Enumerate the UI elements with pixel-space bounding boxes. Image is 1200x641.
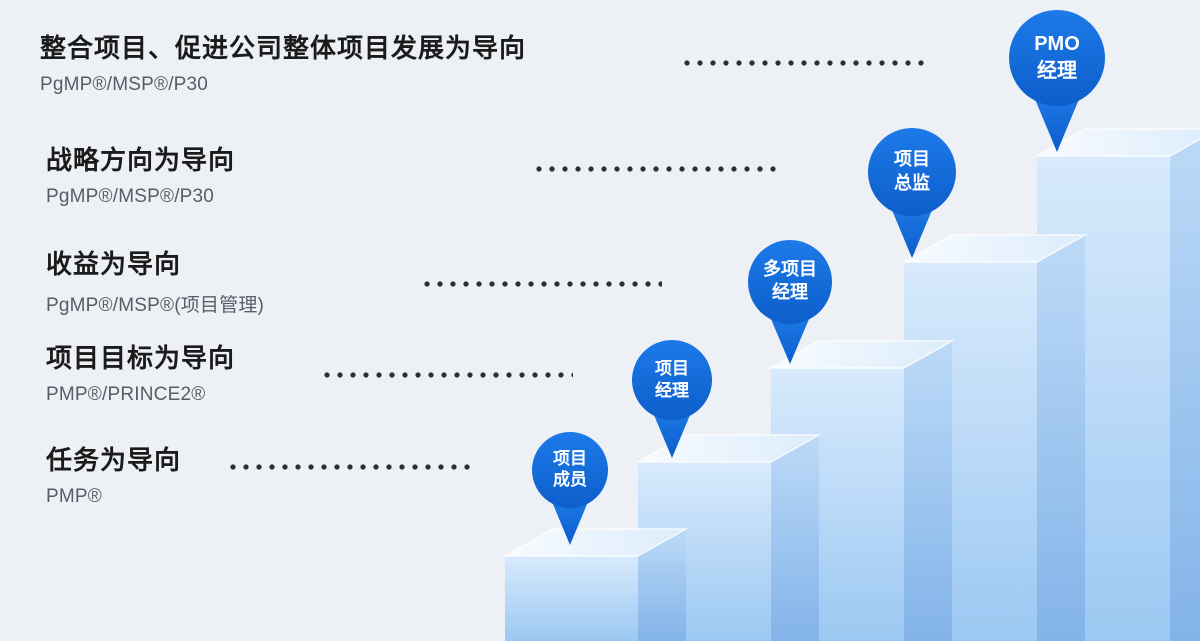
location-pin-icon: [889, 203, 935, 258]
dotted-connector-1: [230, 464, 472, 470]
step-side-face: [1170, 139, 1200, 641]
level-title: 战略方向为导向: [46, 145, 236, 175]
step-side-face: [638, 529, 686, 641]
level-certifications: PgMP®/MSP®(项目管理): [46, 295, 265, 316]
location-pin-icon: [651, 408, 693, 458]
stair-step-2: [635, 434, 822, 641]
location-pin-icon: [1032, 92, 1082, 152]
location-pin-icon: [868, 128, 956, 216]
dotted-connector-3: [424, 281, 662, 287]
level-certifications: PMP®/PRINCE2®: [46, 384, 206, 405]
pin-project-director: 项目 总监: [868, 128, 956, 258]
location-pin-icon: [748, 240, 832, 324]
level-title: 项目目标为导向: [46, 343, 236, 373]
stair-step-1: [502, 528, 689, 641]
level-certifications: PMP®: [46, 486, 102, 507]
pin-project-member: 项目 成员: [532, 432, 608, 545]
level-label-4: 战略方向为导向 PgMP®/MSP®/P30: [46, 140, 235, 208]
pin-label-line2: 总监: [894, 172, 930, 193]
pin-label-line2: 成员: [553, 469, 587, 489]
step-side-face: [904, 341, 952, 641]
level-title: 整合项目、促进公司整体项目发展为导向: [40, 33, 527, 63]
pin-label-line2: 经理: [655, 380, 689, 400]
dotted-connector-2: [324, 372, 573, 378]
location-pin-icon: [768, 312, 812, 364]
pin-label-line1: 项目: [894, 149, 930, 169]
level-label-1: 任务为导向 PMP®: [46, 440, 181, 508]
dotted-connector-4: [536, 166, 778, 172]
level-title: 收益为导向: [46, 249, 182, 279]
level-label-3: 收益为导向 PgMP®/MSP®(项目管理): [46, 244, 264, 317]
step-top-face: [502, 528, 689, 557]
step-top-face: [901, 234, 1088, 263]
pin-multi-project-manager: 多项目 经理: [748, 240, 832, 364]
level-label-2: 项目目标为导向 PMP®/PRINCE2®: [46, 338, 235, 406]
location-pin-icon: [550, 497, 590, 545]
step-side-face: [1037, 235, 1085, 641]
level-title: 任务为导向: [46, 445, 182, 475]
pin-project-manager: 项目 经理: [632, 340, 712, 458]
pin-label-line2: 经理: [1037, 58, 1077, 82]
pin-label-line1: 项目: [553, 449, 587, 468]
level-certifications: PgMP®/MSP®/P30: [40, 74, 209, 95]
level-label-5: 整合项目、促进公司整体项目发展为导向 PgMP®/MSP®/P30: [40, 28, 526, 96]
pin-label-line2: 经理: [772, 281, 808, 302]
step-side-face: [771, 435, 819, 641]
pin-pmo-manager: PMO 经理: [1009, 10, 1105, 152]
step-top-face: [1034, 128, 1200, 157]
location-pin-icon: [1009, 10, 1105, 106]
step-top-face: [768, 340, 955, 369]
step-front-face: [505, 556, 638, 641]
level-certifications: PgMP®/MSP®/P30: [46, 186, 215, 207]
pin-label-line1: PMO: [1034, 33, 1080, 55]
dotted-connector-5: [684, 60, 931, 66]
location-pin-icon: [532, 432, 608, 508]
pin-label-line1: 多项目: [763, 258, 817, 279]
pin-label-line1: 项目: [655, 359, 689, 378]
location-pin-icon: [632, 340, 712, 420]
